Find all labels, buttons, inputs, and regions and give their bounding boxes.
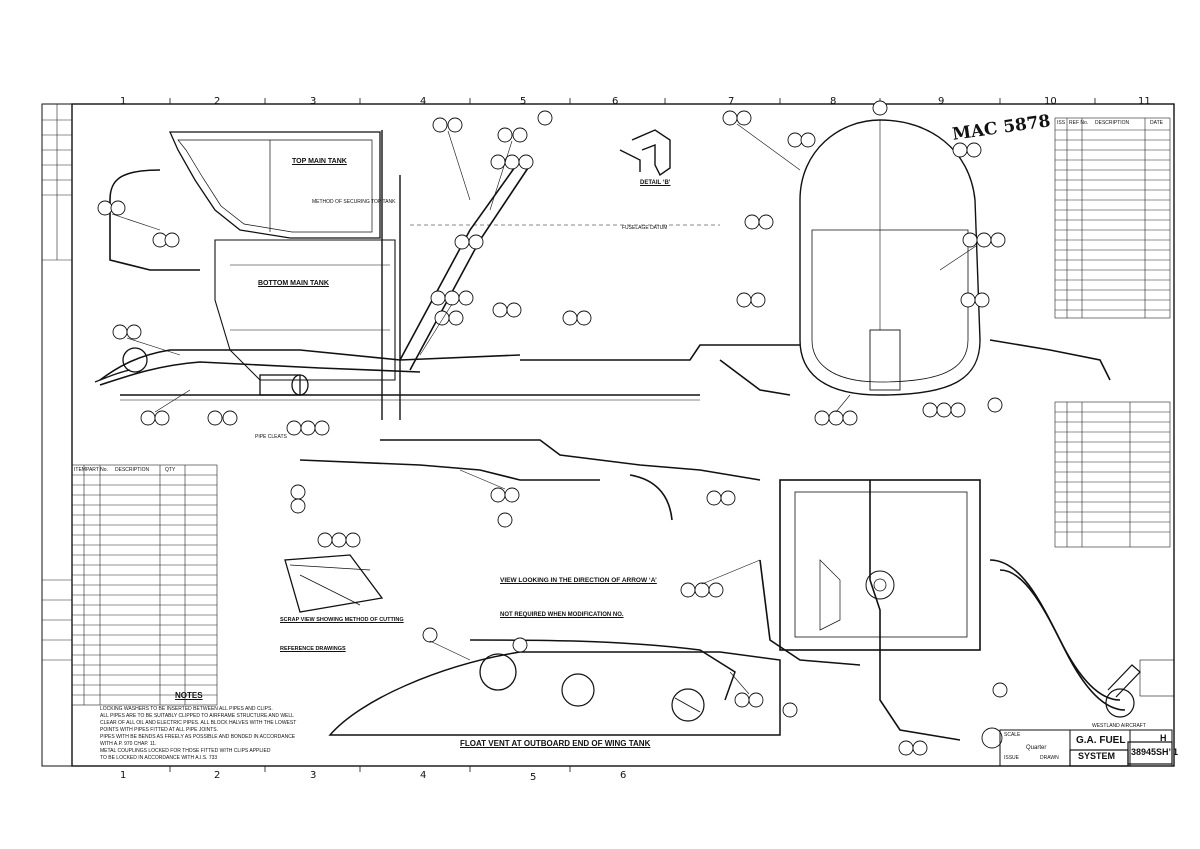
grid-col-4: 4 xyxy=(420,96,427,107)
grid-col-bottom-1: 1 xyxy=(120,770,127,781)
note-line: WITH A.P. 970 CHAP. 11. xyxy=(100,741,157,747)
bom-header-part: PART No. xyxy=(86,467,108,473)
pipe-cleats-label: PIPE CLEATS xyxy=(255,434,287,440)
note-line: PIPES WITH BE BENDS AS FREELY AS POSSIBL… xyxy=(100,734,296,740)
method-of-securing-label: METHOD OF SECURING TOP TANK xyxy=(312,199,396,205)
bom-header-item: ITEM xyxy=(74,467,86,473)
scale-value: Quarter xyxy=(1026,745,1047,751)
detail-b-fitting xyxy=(619,129,671,177)
grid-col-10: 10 xyxy=(1044,96,1057,107)
detail-circle-lower-right xyxy=(1105,659,1175,718)
sheet-letter: H xyxy=(1160,733,1167,743)
bottom-main-tank xyxy=(214,239,396,381)
scale-label: SCALE xyxy=(1004,732,1021,738)
revision-header-ref: REF No. xyxy=(1069,120,1089,126)
issue-label: ISSUE xyxy=(1004,755,1020,761)
grid-col-11: 11 xyxy=(1138,96,1151,107)
bom-header-qty: QTY xyxy=(165,467,176,473)
frames xyxy=(120,130,720,420)
note-line: CLEAR OF ALL OIL AND ELECTRIC PIPES. ALL… xyxy=(100,720,297,726)
fuselage-datum-label: FUSELAGE DATUM xyxy=(622,225,668,231)
drawing-title-line2: SYSTEM xyxy=(1078,751,1116,761)
grid-col-1: 1 xyxy=(120,96,127,107)
leader-lines xyxy=(111,123,977,695)
grid-col-bottom-4: 4 xyxy=(420,770,427,781)
revision-table xyxy=(1054,117,1171,319)
float-vent-label: FLOAT VENT AT OUTBOARD END OF WING TANK xyxy=(460,739,651,748)
drawn-label: DRAWN xyxy=(1040,755,1059,761)
revision-header-desc: DESCRIPTION xyxy=(1095,120,1130,126)
note-line: ALL PIPES ARE TO BE SUITABLY CLIPPED TO … xyxy=(100,713,294,719)
drawing-number: 38945SH’ 1 xyxy=(1131,747,1179,757)
top-main-tank-label: TOP MAIN TANK xyxy=(292,158,347,165)
company-line: WESTLAND AIRCRAFT xyxy=(1092,723,1146,729)
scrap-view-label: SCRAP VIEW SHOWING METHOD OF CUTTING xyxy=(280,617,404,623)
modification-note-label: NOT REQUIRED WHEN MODIFICATION NO. xyxy=(500,612,624,618)
left-pump-assembly xyxy=(94,347,309,396)
balloon-callouts xyxy=(97,100,1008,756)
grid-col-bottom-6: 6 xyxy=(620,770,627,781)
bom-header-desc: DESCRIPTION xyxy=(115,467,150,473)
parts-list-right xyxy=(1054,401,1171,548)
grid-col-3: 3 xyxy=(310,96,317,107)
scrap-view xyxy=(284,554,384,613)
wing-tank-right xyxy=(799,119,981,396)
wing-section xyxy=(328,639,781,736)
grid-col-bottom-5: 5 xyxy=(530,772,537,783)
grid-col-6: 6 xyxy=(612,96,619,107)
note-line: LOCKING WASHERS TO BE INSERTED BETWEEN A… xyxy=(100,706,273,712)
view-arrow-a-label: VIEW LOOKING IN THE DIRECTION OF ARROW ‘… xyxy=(500,577,657,584)
title-block-frame xyxy=(999,729,1173,767)
grid-col-9: 9 xyxy=(938,96,945,107)
reference-drawings-label: REFERENCE DRAWINGS xyxy=(280,646,346,652)
grid-col-7: 7 xyxy=(728,96,735,107)
detail-b-label: DETAIL ‘B’ xyxy=(640,180,671,186)
revision-header-date: DATE xyxy=(1150,120,1163,126)
grid-col-2: 2 xyxy=(214,96,221,107)
grid-ticks-top xyxy=(169,98,1096,104)
parts-list-left xyxy=(71,464,218,706)
note-line: POINTS WITH PIPES FITTED AT ALL PIPE JOI… xyxy=(100,727,218,733)
sheet-border xyxy=(71,103,1175,767)
left-margin-cells xyxy=(42,104,72,661)
drawing-title-line1: G.A. FUEL xyxy=(1076,735,1126,746)
grid-col-5: 5 xyxy=(520,96,527,107)
top-main-tank xyxy=(168,131,381,239)
bottom-main-tank-label: BOTTOM MAIN TANK xyxy=(258,280,329,287)
grid-ticks-bottom xyxy=(169,766,571,772)
note-line: METAL COUPLINGS LOCKED FOR THOSE FITTED … xyxy=(100,748,271,754)
lower-tank-box xyxy=(779,479,981,651)
grid-col-bottom-2: 2 xyxy=(214,770,221,781)
grid-col-bottom-3: 3 xyxy=(310,770,317,781)
note-line: TO BE LOCKED IN ACCORDANCE WITH A.I.S. 7… xyxy=(100,755,218,761)
grid-col-8: 8 xyxy=(830,96,837,107)
revision-header-iss: ISS xyxy=(1057,120,1066,126)
notes-title: NOTES xyxy=(175,691,203,700)
